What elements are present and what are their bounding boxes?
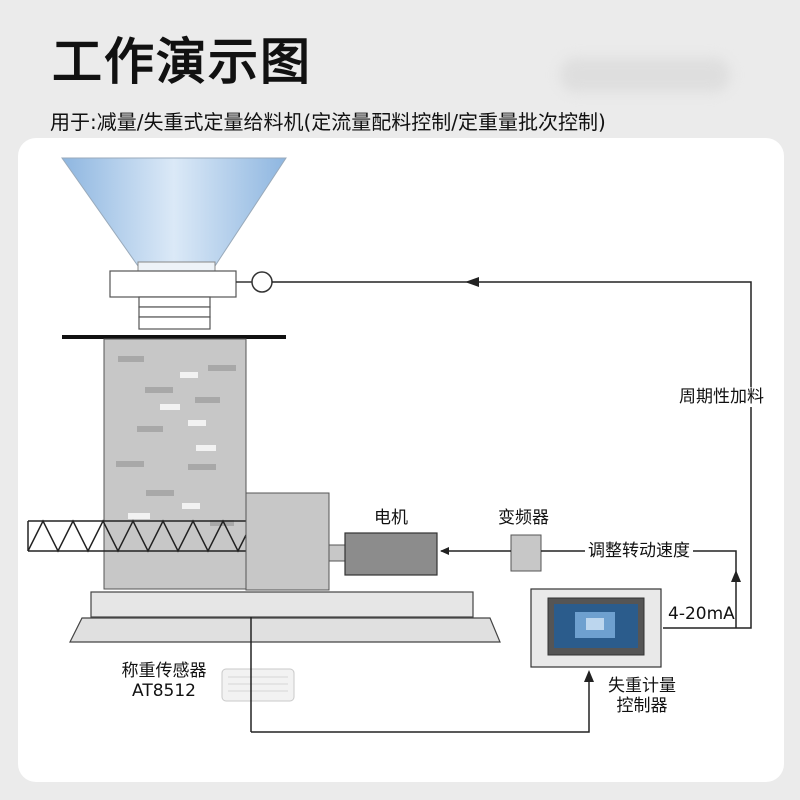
sensor-label-name: 称重传感器 <box>121 661 207 681</box>
page-title: 工作演示图 <box>52 33 312 91</box>
sensor-label: 称重传感器 AT8512 <box>114 661 214 702</box>
connector-ring-1 <box>138 296 211 308</box>
platform-base <box>69 617 501 643</box>
inverter-label: 变频器 <box>498 508 549 528</box>
page-subtitle: 用于:减量/失重式定量给料机(定流量配料控制/定重量批次控制) <box>50 110 606 134</box>
weighing-platform <box>90 591 474 618</box>
periodic-feed-label: 周期性加料 <box>676 387 767 408</box>
sensor-arrow-icon <box>584 670 594 682</box>
sensor-to-controller-line <box>251 680 590 733</box>
motor-coupling <box>328 544 346 562</box>
adjust-speed-label: 调整转动速度 <box>585 541 693 562</box>
controller-label: 失重计量 控制器 <box>597 676 687 717</box>
connector-ring-2 <box>138 306 211 318</box>
signal-label: 4-20mA <box>668 604 735 624</box>
screw-conveyor <box>27 519 247 553</box>
controller-unit <box>530 588 662 668</box>
level-sensor-icon <box>251 271 273 293</box>
motor-label: 电机 <box>374 508 408 528</box>
hopper-flange <box>109 270 237 298</box>
blurred-watermark <box>560 58 730 92</box>
periodic-feed-arrow-icon <box>465 277 479 287</box>
connector-ring-3 <box>138 316 211 330</box>
motor-box <box>344 532 438 576</box>
controller-label-line1: 失重计量 <box>608 676 676 696</box>
load-cell-sensor <box>221 668 295 702</box>
gear-housing <box>245 492 330 591</box>
speed-adjust-arrow-icon <box>731 570 741 582</box>
inverter-box <box>510 534 542 572</box>
controller-label-line2: 控制器 <box>616 696 668 717</box>
periodic-feed-line <box>272 281 752 629</box>
hopper-funnel <box>61 157 287 267</box>
sensor-label-model: AT8512 <box>132 681 196 702</box>
